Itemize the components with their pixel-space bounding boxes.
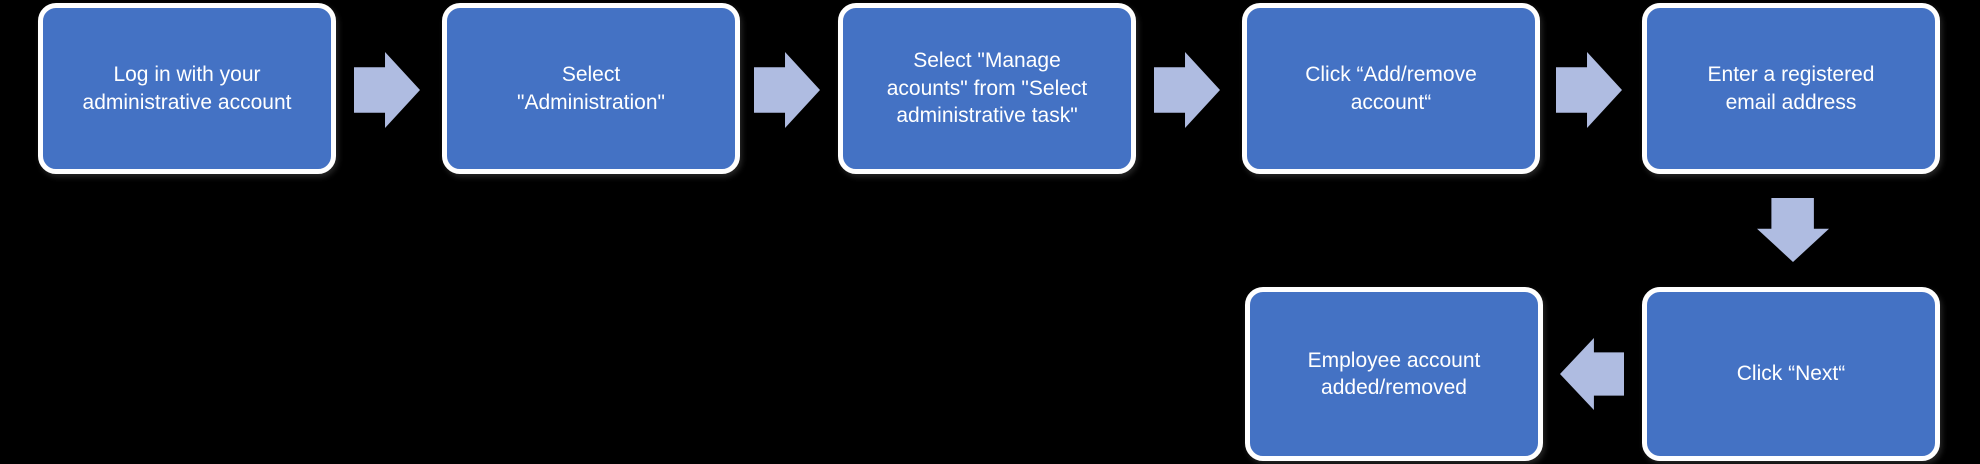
flow-node-click-next-label: Click “Next“ bbox=[1736, 362, 1846, 386]
flow-node-select-administration: Select "Administration" bbox=[442, 3, 740, 174]
flow-node-manage-accounts-label: Select "Manage acounts" from "Select adm… bbox=[886, 49, 1088, 128]
arrow-right-icon bbox=[754, 52, 820, 128]
flow-node-account-added-removed-label: Employee account added/removed bbox=[1307, 348, 1481, 400]
arrow-right-icon bbox=[1154, 52, 1220, 128]
flow-node-click-next: Click “Next“ bbox=[1642, 287, 1940, 461]
flow-node-add-remove-account: Click “Add/remove account“ bbox=[1242, 3, 1540, 174]
flow-node-enter-email-label: Enter a registered email address bbox=[1707, 63, 1875, 114]
arrow-right-icon bbox=[354, 52, 420, 128]
flow-node-login-label: Log in with your administrative account bbox=[82, 63, 292, 114]
flow-node-account-added-removed: Employee account added/removed bbox=[1245, 287, 1543, 461]
arrow-down-icon bbox=[1757, 198, 1829, 262]
flow-node-enter-email: Enter a registered email address bbox=[1642, 3, 1940, 174]
arrow-right-icon bbox=[1556, 52, 1622, 128]
flow-node-manage-accounts: Select "Manage acounts" from "Select adm… bbox=[838, 3, 1136, 174]
flow-node-add-remove-account-label: Click “Add/remove account“ bbox=[1305, 63, 1477, 114]
flow-node-login: Log in with your administrative account bbox=[38, 3, 336, 174]
arrow-left-icon bbox=[1560, 338, 1624, 410]
flow-node-select-administration-label: Select "Administration" bbox=[517, 63, 665, 114]
